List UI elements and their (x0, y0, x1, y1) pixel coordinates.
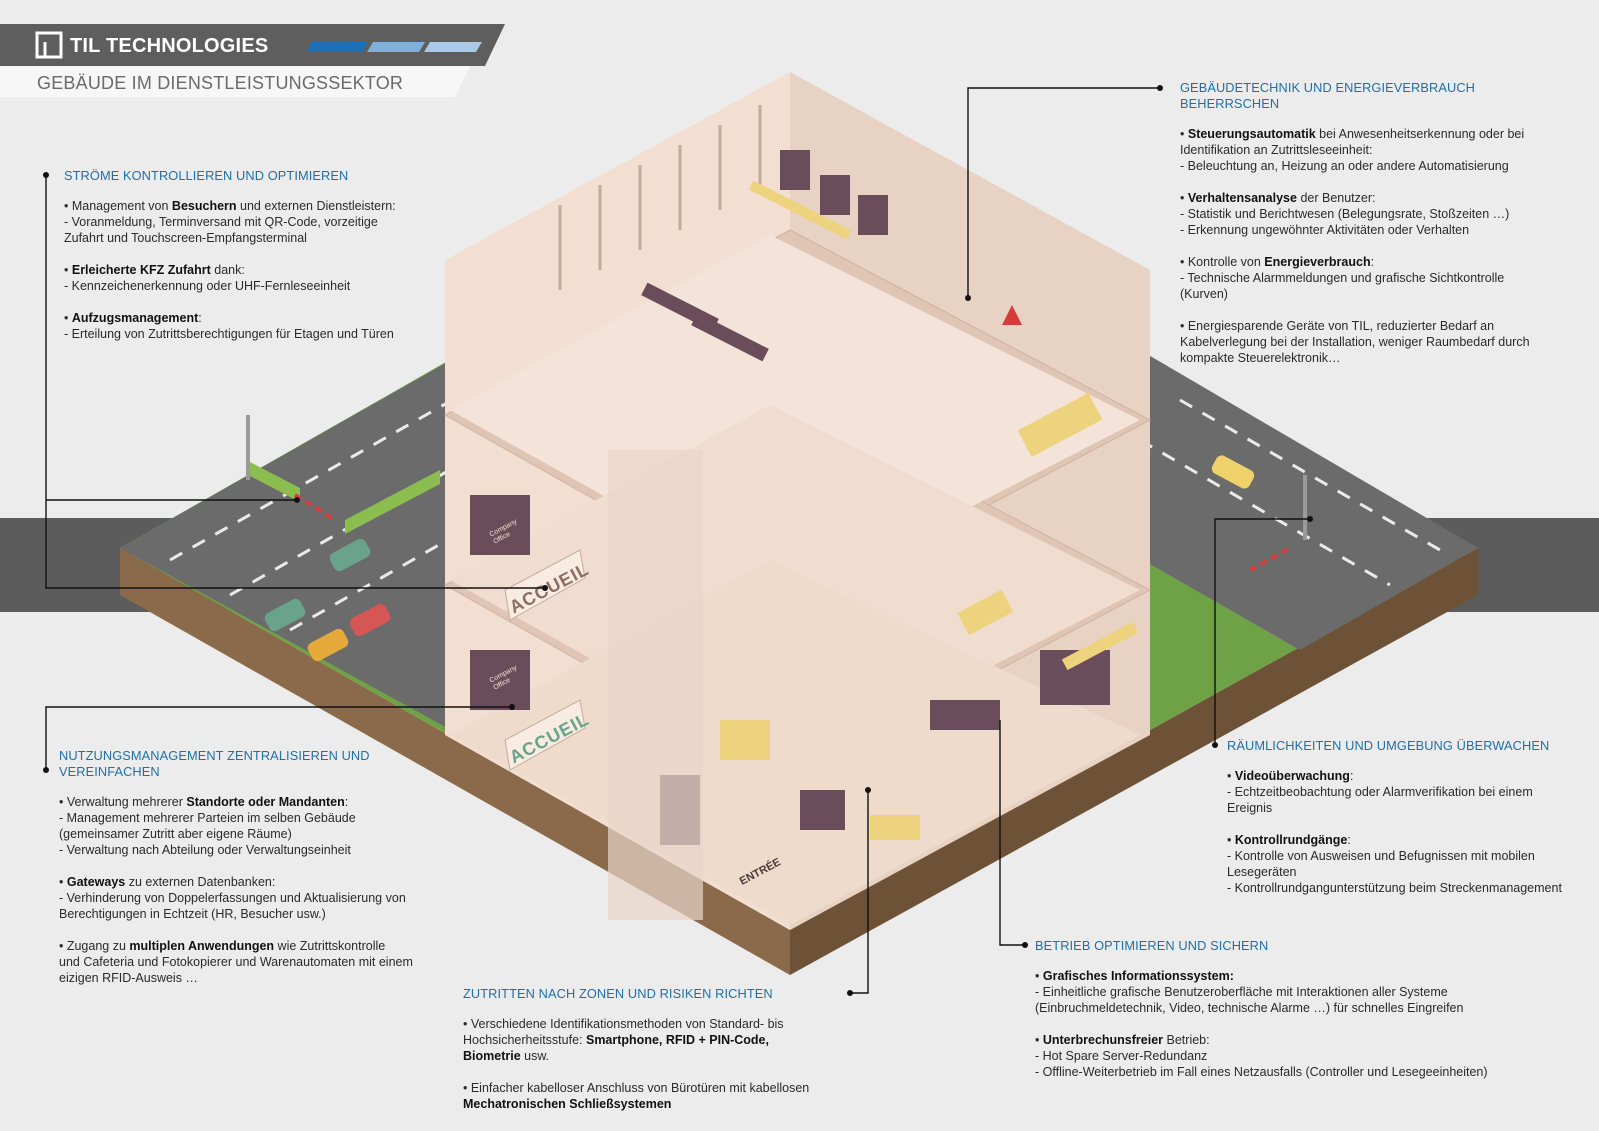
bullet: • Unterbrechunsfreier Betrieb: - Hot Spa… (1035, 1033, 1488, 1079)
section-gebaeude: GEBÄUDETECHNIK UND ENERGIEVERBRAUCH BEHE… (1180, 80, 1580, 382)
bullet: • Gateways zu externen Datenbanken: - Ve… (59, 875, 406, 921)
bullet: • Steuerungsautomatik bei Anwesenheitser… (1180, 127, 1525, 173)
bullet: • Zugang zu multiplen Anwendungen wie Zu… (59, 939, 413, 985)
bullet: • Videoüberwachung: - Echtzeitbeobachtun… (1227, 769, 1533, 815)
warning-icon (1002, 305, 1022, 325)
section-nutzung: NUTZUNGSMANAGEMENT ZENTRALISIEREN UND VE… (59, 748, 434, 1002)
bullet: • Verhaltensanalyse der Benutzer: - Stat… (1180, 191, 1510, 237)
section-title: GEBÄUDETECHNIK UND ENERGIEVERBRAUCH BEHE… (1180, 80, 1476, 111)
section-raeum: RÄUMLICHKEITEN UND UMGEBUNG ÜBERWACHEN •… (1227, 738, 1592, 912)
page-subtitle: GEBÄUDE IM DIENSTLEISTUNGSSEKTOR (37, 73, 404, 93)
section-title: ZUTRITTEN NACH ZONEN UND RISIKEN RICHTEN (463, 986, 773, 1001)
bullet: • Energiesparende Geräte von TIL, reduzi… (1180, 319, 1530, 365)
section-stroeme: STRÖME KONTROLLIEREN UND OPTIMIEREN • Ma… (64, 168, 444, 358)
brand-name: TIL TECHNOLOGIES (70, 35, 269, 57)
accent-bar-3 (424, 42, 482, 52)
bullet: • Einfacher kabelloser Anschluss von Bür… (463, 1081, 810, 1111)
bullet: • Verschiedene Identifikationsmethoden v… (463, 1017, 784, 1063)
section-zutritt: ZUTRITTEN NACH ZONEN UND RISIKEN RICHTEN… (463, 986, 863, 1128)
bullet: • Kontrollrundgänge: - Kontrolle von Aus… (1227, 833, 1562, 895)
bullet: • Erleicherte KFZ Zufahrt dank: - Kennze… (64, 263, 351, 293)
section-betrieb: BETRIEB OPTIMIEREN UND SICHERN • Grafisc… (1035, 938, 1575, 1096)
bullet: • Grafisches Informationssystem: - Einhe… (1035, 969, 1464, 1015)
car-icons (264, 455, 1255, 662)
til-logo-icon (35, 31, 63, 59)
bullet: • Management von Besuchern und externen … (64, 199, 396, 245)
header-banner (0, 24, 505, 97)
section-title: BETRIEB OPTIMIEREN UND SICHERN (1035, 938, 1269, 953)
accent-bar-2 (367, 42, 425, 52)
accent-bar-1 (306, 42, 368, 52)
bullet: • Verwaltung mehrerer Standorte oder Man… (59, 795, 356, 857)
section-title: STRÖME KONTROLLIEREN UND OPTIMIEREN (64, 168, 349, 183)
ground-slab-right (790, 548, 1478, 975)
section-title: NUTZUNGSMANAGEMENT ZENTRALISIEREN UND VE… (59, 748, 370, 779)
section-title: RÄUMLICHKEITEN UND UMGEBUNG ÜBERWACHEN (1227, 738, 1550, 753)
bullet: • Kontrolle von Energieverbrauch: - Tech… (1180, 255, 1505, 301)
bullet: • Aufzugsmanagement: - Erteilung von Zut… (64, 311, 394, 341)
